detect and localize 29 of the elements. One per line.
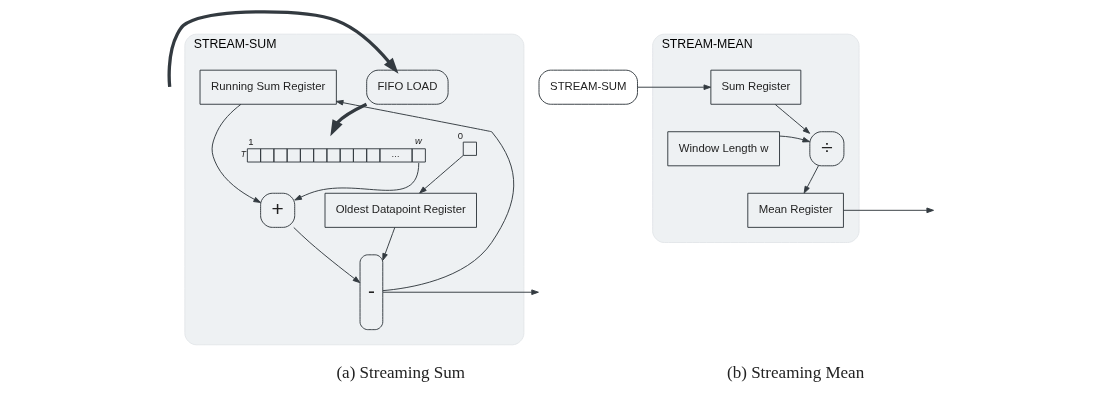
label: (b) Streaming Mean xyxy=(726,363,864,383)
node-box: STREAM-SUM xyxy=(538,69,638,105)
node-label: 0 xyxy=(457,130,463,142)
node-label: w xyxy=(414,135,422,147)
node-box xyxy=(462,141,477,156)
node-box: Window Length w xyxy=(666,131,780,167)
node-label: 1 xyxy=(247,135,254,147)
label: (a) Streaming Sum xyxy=(335,363,465,383)
arrow xyxy=(842,207,934,214)
arrow xyxy=(167,10,398,87)
node-box: Running Sum Register xyxy=(199,69,337,105)
arrow xyxy=(803,165,819,194)
arrow xyxy=(292,227,360,284)
arrow xyxy=(418,154,464,194)
arrow xyxy=(381,289,539,295)
arrow xyxy=(293,162,419,201)
node-box: - xyxy=(359,254,383,331)
arrow xyxy=(211,103,261,203)
node-box: Sum Register xyxy=(709,69,801,105)
node-box: FIFO LOAD xyxy=(365,69,449,105)
node-box: Mean Register xyxy=(746,192,844,228)
node-box: Oldest Datapoint Register xyxy=(324,192,477,228)
arrow xyxy=(636,84,711,90)
arrow xyxy=(774,104,810,134)
arrow xyxy=(778,135,810,143)
arrow xyxy=(329,102,367,137)
arrow xyxy=(335,99,514,292)
arrow xyxy=(381,226,395,261)
node-label: T xyxy=(240,148,246,159)
